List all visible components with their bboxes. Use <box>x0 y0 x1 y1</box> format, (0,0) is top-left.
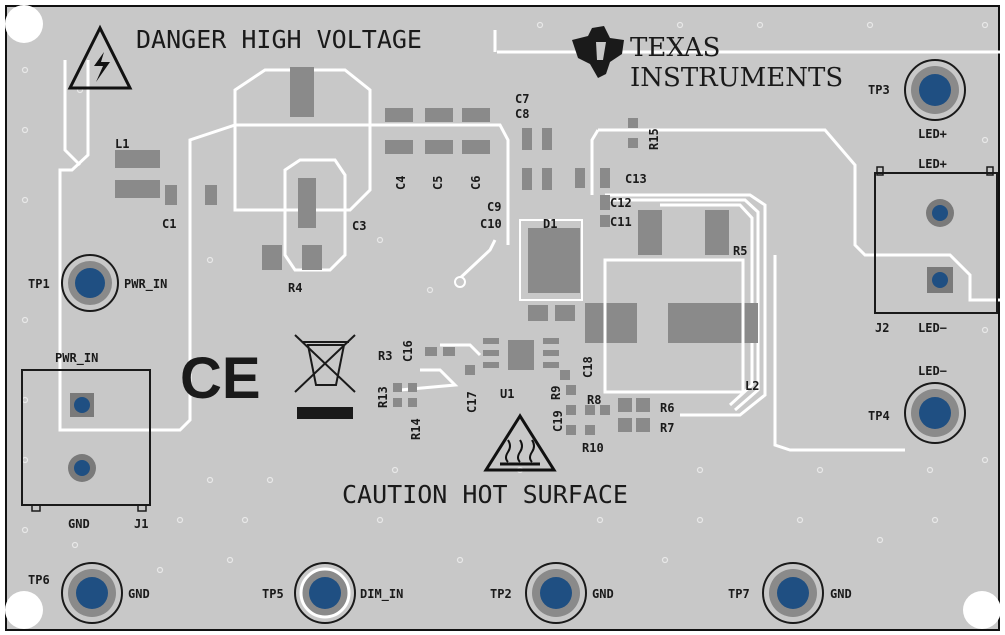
j1-pin2-label: GND <box>68 517 90 531</box>
tp4-net: LED− <box>918 364 947 378</box>
j1-pin2-hole <box>74 460 90 476</box>
inductor-l2-outline <box>603 258 745 394</box>
tp6-net: GND <box>128 587 150 601</box>
hv-warning-text: DANGER HIGH VOLTAGE <box>136 25 422 54</box>
r4-label: R4 <box>288 281 302 295</box>
connector-j2-outline <box>874 172 998 314</box>
testpoint-tp7[interactable] <box>762 562 824 624</box>
c3-label: C3 <box>352 219 366 233</box>
testpoint-tp1[interactable] <box>61 254 119 312</box>
r13-label: R13 <box>376 386 390 408</box>
r3-label: R3 <box>378 349 392 363</box>
j2-pin2-label: LED− <box>918 321 947 335</box>
r8-label: R8 <box>587 393 601 407</box>
c13-label: C13 <box>625 172 647 186</box>
c1-label: C1 <box>162 217 176 231</box>
l2-label: L2 <box>745 379 759 393</box>
hv-warning-icon <box>67 24 133 90</box>
c18-label: C18 <box>581 356 595 378</box>
r7-label: R7 <box>660 421 674 435</box>
r5-label: R5 <box>733 244 747 258</box>
c12-label: C12 <box>610 196 632 210</box>
silkscreen-labels: TP1 PWR_IN TP3 LED+ TP4 LED− TP6 GND TP5… <box>28 83 947 602</box>
j1-tab-right <box>137 504 147 512</box>
brand-line-2: INSTRUMENTS <box>630 63 843 93</box>
j1-pin1-label: PWR_IN <box>55 351 98 366</box>
testpoint-tp4[interactable] <box>904 382 966 444</box>
tp5-net: DIM_IN <box>360 587 403 602</box>
mounting-hole-bl <box>5 591 43 629</box>
c8-label: C8 <box>515 107 529 121</box>
c10-label: C10 <box>480 217 502 231</box>
ti-logo-icon <box>572 26 624 78</box>
board-substrate <box>5 5 1000 631</box>
tp2-label: TP2 <box>490 587 512 601</box>
tp7-label: TP7 <box>728 587 750 601</box>
testpoint-tp2[interactable] <box>525 562 587 624</box>
tp1-label: TP1 <box>28 277 50 291</box>
c17-label: C17 <box>465 391 479 413</box>
d1-outline <box>519 219 583 301</box>
j2-label: J2 <box>875 321 889 335</box>
tp7-net: GND <box>830 587 852 601</box>
c11-label: C11 <box>610 215 632 229</box>
c5-label: C5 <box>431 176 445 190</box>
mounting-hole-tl <box>5 5 43 43</box>
u1-label: U1 <box>500 387 514 401</box>
testpoint-tp6[interactable] <box>61 562 123 624</box>
c6-label: C6 <box>469 176 483 190</box>
connector-j1-outline <box>21 369 151 506</box>
c4-label: C4 <box>394 176 408 190</box>
weee-bin-icon <box>294 334 356 419</box>
tp3-net: LED+ <box>918 127 947 141</box>
via-dots <box>21 21 989 574</box>
j2-tab-top-right <box>986 166 994 176</box>
l1-label: L1 <box>115 137 129 151</box>
copper-outlines <box>58 30 1000 452</box>
j2-pin1-label: LED+ <box>918 157 947 171</box>
brand-line-1: TEXAS <box>630 33 721 63</box>
r14-label: R14 <box>409 418 423 440</box>
j1-tab-left <box>31 504 41 512</box>
j2-tab-top-left <box>876 166 884 176</box>
r9-label: R9 <box>549 386 563 400</box>
tp5-label: TP5 <box>262 587 284 601</box>
mounting-hole-br <box>963 591 1001 629</box>
r10-label: R10 <box>582 441 604 455</box>
tp1-net: PWR_IN <box>124 277 167 292</box>
r15-label: R15 <box>647 128 661 150</box>
hot-surface-icon <box>483 413 557 472</box>
caution-text: CAUTION HOT SURFACE <box>342 480 628 509</box>
component-pads <box>115 67 758 435</box>
via-ring <box>454 276 466 288</box>
tp4-label: TP4 <box>868 409 890 423</box>
tp3-label: TP3 <box>868 83 890 97</box>
c16-label: C16 <box>401 340 415 362</box>
d1-label: D1 <box>543 217 557 231</box>
j2-pin1-hole <box>932 205 948 221</box>
j2-pin2-hole <box>932 272 948 288</box>
tp6-label: TP6 <box>28 573 50 587</box>
j1-pin1-hole <box>74 397 90 413</box>
c9-label: C9 <box>487 200 501 214</box>
testpoint-tp5[interactable] <box>294 562 356 624</box>
c7-label: C7 <box>515 92 529 106</box>
testpoint-tp3[interactable] <box>904 59 966 121</box>
j1-label: J1 <box>134 517 148 531</box>
c19-label: C19 <box>551 410 565 432</box>
tp2-net: GND <box>592 587 614 601</box>
r6-label: R6 <box>660 401 674 415</box>
ce-mark-icon: CE <box>180 346 261 411</box>
